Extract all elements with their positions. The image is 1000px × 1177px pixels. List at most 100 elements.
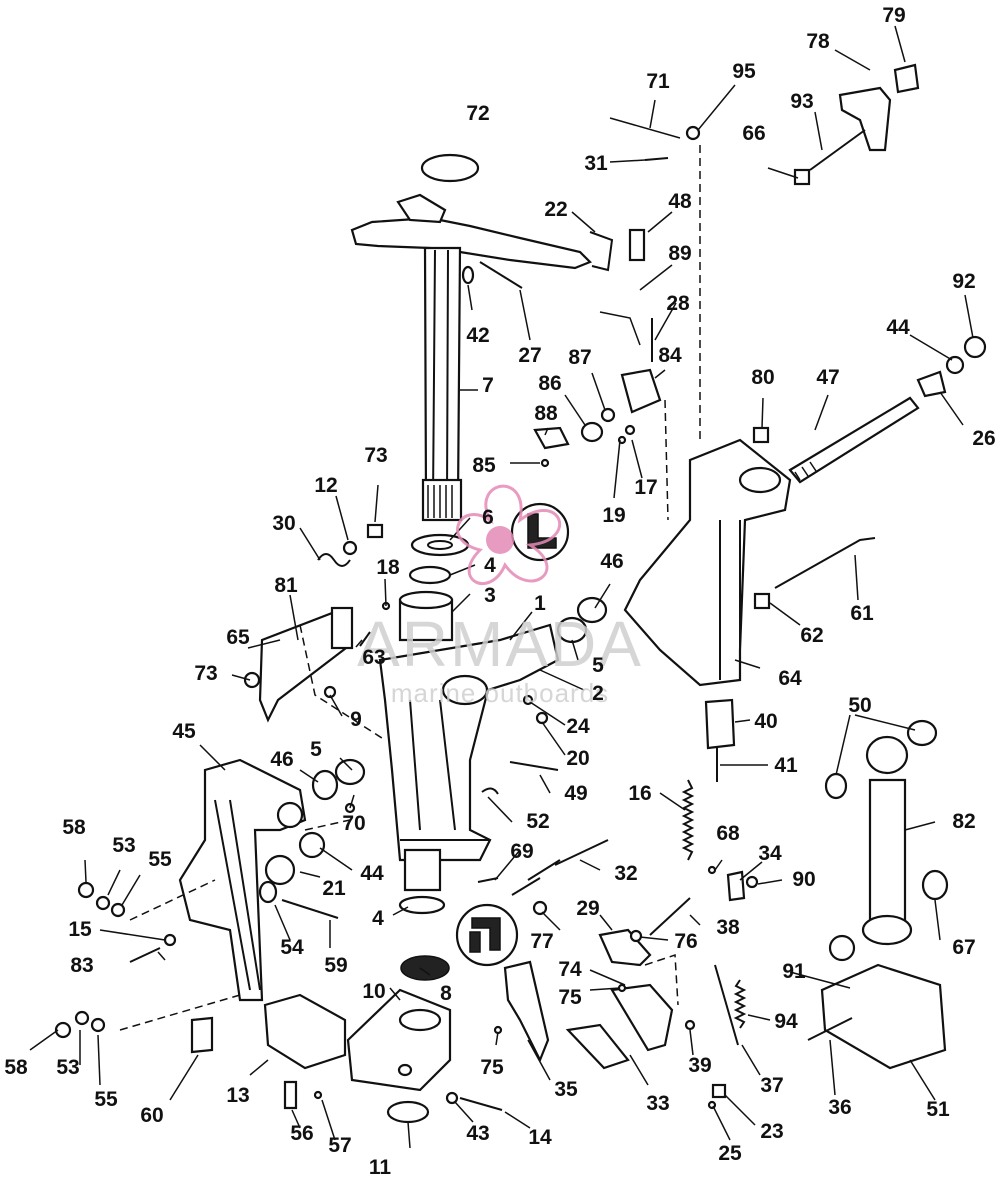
part-label: 89 (668, 242, 691, 265)
watermark-brand: ARMADA (357, 608, 643, 680)
part-label: 64 (778, 667, 802, 690)
part-label: 62 (800, 624, 823, 647)
part-label: 55 (148, 848, 172, 871)
part-label: 54 (280, 936, 304, 959)
part-label: 47 (816, 366, 839, 389)
part-label: 66 (742, 122, 765, 145)
part-label: 12 (314, 474, 337, 497)
part-label: 53 (56, 1056, 79, 1079)
part-label: 25 (718, 1142, 742, 1165)
part-label: 26 (972, 427, 995, 450)
part-label: 2 (592, 682, 604, 705)
part-label: 35 (554, 1078, 578, 1101)
part-label: 67 (952, 936, 975, 959)
part-label: 32 (614, 862, 637, 885)
part-label: 15 (68, 918, 92, 941)
part-label: 51 (926, 1098, 950, 1121)
part-label: 19 (602, 504, 625, 527)
part-label: 40 (754, 710, 777, 733)
part-label: 17 (634, 476, 657, 499)
part-label: 50 (848, 694, 871, 717)
watermark-tagline: marine outboards (391, 678, 609, 708)
part-label: 53 (112, 834, 135, 857)
part-label: 4 (372, 907, 384, 930)
part-label: 95 (732, 60, 756, 83)
part-label: 14 (528, 1126, 552, 1149)
leader-lines (29, 25, 974, 1149)
part-label: 58 (62, 816, 86, 839)
part-label: 86 (538, 372, 561, 395)
part-label: 56 (290, 1122, 313, 1145)
part-label: 79 (882, 4, 905, 27)
part-label: 5 (592, 654, 604, 677)
part-label: 3 (484, 584, 496, 607)
watermark: ARMADA marine outboards (357, 484, 643, 708)
part-label: 11 (369, 1156, 392, 1177)
part-label: 60 (140, 1104, 163, 1127)
part-label: 24 (566, 715, 590, 738)
part-label: 46 (270, 748, 293, 771)
part-label: 80 (751, 366, 774, 389)
part-label: 68 (716, 822, 740, 845)
part-label: 41 (774, 754, 798, 777)
part-label: 36 (828, 1096, 851, 1119)
part-label: 52 (526, 810, 549, 833)
part-label: 65 (226, 626, 250, 649)
part-label: 93 (790, 90, 813, 113)
part-label: 94 (774, 1010, 798, 1033)
part-label: 45 (172, 720, 196, 743)
part-label: 71 (646, 70, 670, 93)
part-label: 30 (272, 512, 295, 535)
part-label: 8 (440, 982, 452, 1005)
part-label: 69 (510, 840, 533, 863)
part-labels: 1 2 3 4 4 5 5 6 7 8 9 10 11 12 13 14 15 … (4, 4, 995, 1177)
part-label: 84 (658, 344, 682, 367)
part-label: 49 (564, 782, 587, 805)
part-label: 72 (466, 102, 489, 125)
part-label: 4 (484, 554, 496, 577)
part-label: 73 (364, 444, 387, 467)
part-label: 87 (568, 346, 591, 369)
part-label: 76 (674, 930, 697, 953)
part-label: 44 (886, 316, 910, 339)
part-label: 43 (466, 1122, 489, 1145)
watermark-flower-icon (456, 484, 561, 585)
part-label: 70 (342, 812, 365, 835)
part-label: 81 (274, 574, 298, 597)
part-label: 1 (534, 592, 546, 615)
part-label: 75 (558, 986, 582, 1009)
part-label: 7 (482, 374, 494, 397)
part-label: 61 (850, 602, 874, 625)
part-label: 27 (518, 344, 541, 367)
part-label: 31 (584, 152, 608, 175)
part-label: 9 (350, 708, 362, 731)
part-label: 85 (472, 454, 496, 477)
part-label: 63 (362, 646, 385, 669)
part-label: 92 (952, 270, 975, 293)
part-label: 44 (360, 862, 384, 885)
part-label: 78 (806, 30, 830, 53)
part-label: 42 (466, 324, 489, 347)
part-label: 58 (4, 1056, 28, 1079)
part-label: 28 (666, 292, 690, 315)
part-label: 18 (376, 556, 400, 579)
part-label: 20 (566, 747, 589, 770)
part-label: 37 (760, 1074, 783, 1097)
part-label: 77 (530, 930, 553, 953)
part-label: 29 (576, 897, 599, 920)
part-label: 88 (534, 402, 558, 425)
part-label: 21 (322, 877, 346, 900)
part-label: 39 (688, 1054, 711, 1077)
part-label: 48 (668, 190, 692, 213)
part-label: 46 (600, 550, 623, 573)
part-label: 6 (482, 506, 494, 529)
part-label: 57 (328, 1134, 351, 1157)
part-label: 82 (952, 810, 975, 833)
part-label: 73 (194, 662, 217, 685)
part-label: 91 (782, 960, 806, 983)
part-drawings (54, 63, 987, 1124)
part-label: 22 (544, 198, 567, 221)
part-label: 13 (226, 1084, 249, 1107)
part-label: 83 (70, 954, 93, 977)
